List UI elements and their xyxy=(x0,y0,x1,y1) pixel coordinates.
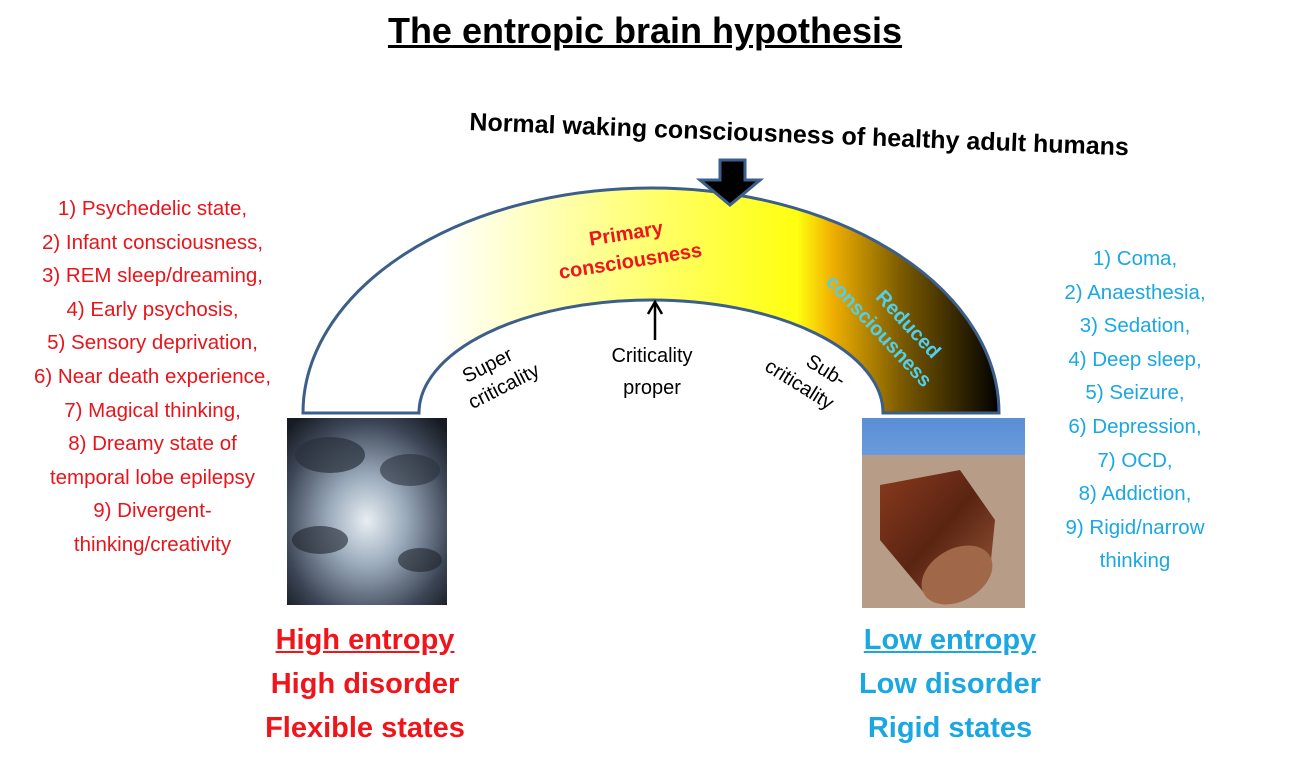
low-disorder-label: Low disorder xyxy=(858,668,1042,700)
low-entropy-states-list: 1) Coma, 2) Anaesthesia, 3) Sedation, 4)… xyxy=(1030,242,1240,578)
low-entropy-heading: Low entropy xyxy=(863,624,1037,656)
list-item: 2) Infant consciousness, xyxy=(41,230,264,254)
petrified-log-image xyxy=(862,418,1025,608)
page-title: The entropic brain hypothesis xyxy=(387,10,903,51)
list-item: 4) Deep sleep, xyxy=(1068,347,1202,371)
list-item: 5) Sensory deprivation, xyxy=(47,331,258,355)
list-item: 8) Addiction, xyxy=(1078,482,1192,506)
list-item: 7) Magical thinking, xyxy=(64,398,241,422)
down-arrow-icon xyxy=(695,158,765,207)
list-item: thinking/creativity xyxy=(73,532,232,556)
list-item: 7) OCD, xyxy=(1097,448,1173,472)
high-entropy-heading: High entropy xyxy=(275,624,455,656)
proper-label-1: Criticality xyxy=(611,345,692,367)
list-item: 6) Depression, xyxy=(1068,414,1202,438)
list-item: 1) Psychedelic state, xyxy=(57,197,248,220)
list-item: temporal lobe epilepsy xyxy=(49,465,256,489)
high-entropy-states-list: 1) Psychedelic state, 2) Infant consciou… xyxy=(0,192,305,562)
list-item: 4) Early psychosis, xyxy=(66,297,239,321)
rigid-states-label: Rigid states xyxy=(867,712,1033,744)
list-item: 3) REM sleep/dreaming, xyxy=(41,264,264,288)
flexible-states-label: Flexible states xyxy=(265,712,465,744)
up-arrow-icon xyxy=(646,299,664,340)
low-entropy-summary: Low entropy Low disorder Rigid states xyxy=(815,618,1085,750)
high-disorder-label: High disorder xyxy=(270,668,460,700)
list-item: 1) Coma, xyxy=(1092,247,1178,270)
list-item: 6) Near death experience, xyxy=(33,364,272,388)
high-entropy-summary: High entropy High disorder Flexible stat… xyxy=(230,618,500,750)
consciousness-arch xyxy=(301,186,1001,415)
list-item: thinking xyxy=(1099,549,1171,573)
proper-label-2: proper xyxy=(623,377,681,399)
list-item: 9) Divergent- xyxy=(93,499,212,523)
list-item: 2) Anaesthesia, xyxy=(1064,280,1206,304)
list-item: 8) Dreamy state of xyxy=(68,432,237,456)
list-item: 9) Rigid/narrow xyxy=(1065,515,1205,539)
cloudy-sky-image xyxy=(287,418,447,605)
list-item: 3) Sedation, xyxy=(1079,314,1191,338)
list-item: 5) Seizure, xyxy=(1085,381,1185,405)
